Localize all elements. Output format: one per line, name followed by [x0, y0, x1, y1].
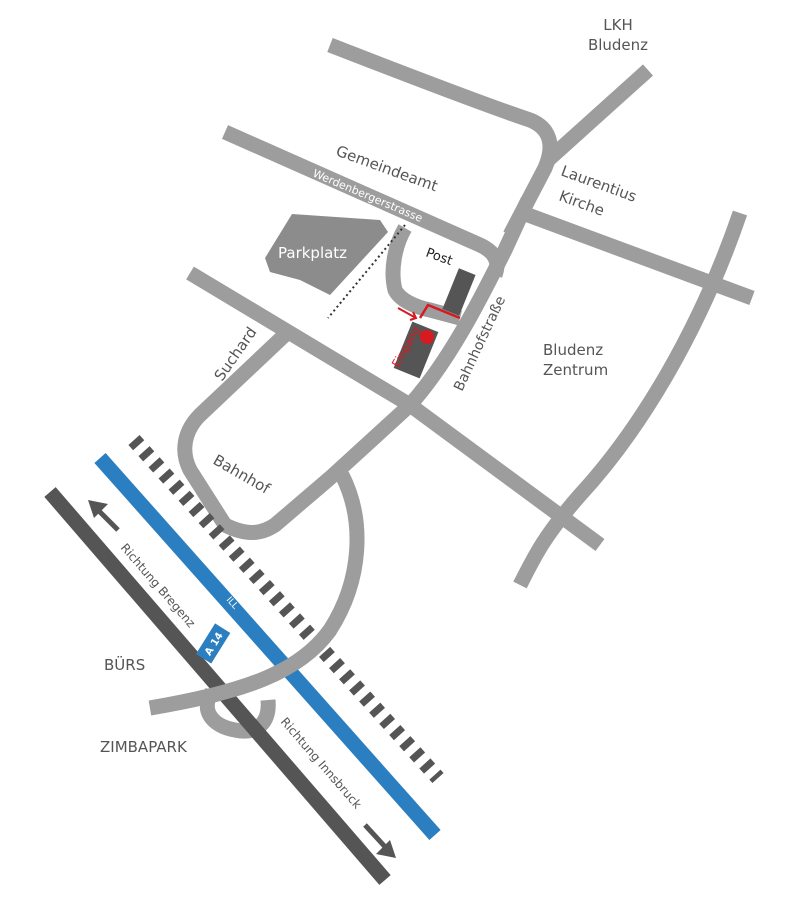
road-lkh: [327, 38, 558, 239]
road-roundabout: [199, 687, 276, 739]
buers-label: BÜRS: [104, 655, 145, 674]
entrance-path: [418, 303, 461, 320]
parkplatz-area: [265, 214, 388, 295]
lkh-label-1: LKH: [603, 16, 632, 34]
road-zentrum-east: [513, 210, 748, 589]
parkplatz-label: Parkplatz: [278, 244, 347, 262]
road-post-loop: [385, 224, 462, 326]
roads: [148, 38, 755, 739]
road-lkh-upper: [542, 64, 654, 166]
road-buers: [148, 471, 365, 716]
zimbapark-label: ZIMBAPARK: [100, 738, 188, 756]
post-label: Post: [424, 246, 455, 269]
highway-a14: [44, 487, 391, 885]
arrow-down-right-icon: [363, 823, 396, 858]
bludenz-zentrum-label-2: Zentrum: [543, 361, 608, 379]
railway: [128, 434, 444, 784]
arrow-up-left-icon: [88, 500, 120, 532]
river-ill: [94, 453, 441, 840]
bludenz-zentrum-label-1: Bludenz: [543, 341, 603, 359]
red-dot-icon: [420, 330, 434, 344]
bahnhof-label: Bahnhof: [210, 451, 274, 498]
road-bahnhofstrasse: [177, 196, 535, 540]
arrow-icon: [397, 307, 418, 321]
footpath-dotted: [327, 224, 406, 319]
road-suchard: [186, 266, 605, 552]
post-building: [442, 268, 476, 316]
road-buers-overpass: [148, 625, 337, 716]
road-werdenbergerstrasse: [221, 125, 505, 278]
lkh-label-2: Bludenz: [588, 36, 648, 54]
